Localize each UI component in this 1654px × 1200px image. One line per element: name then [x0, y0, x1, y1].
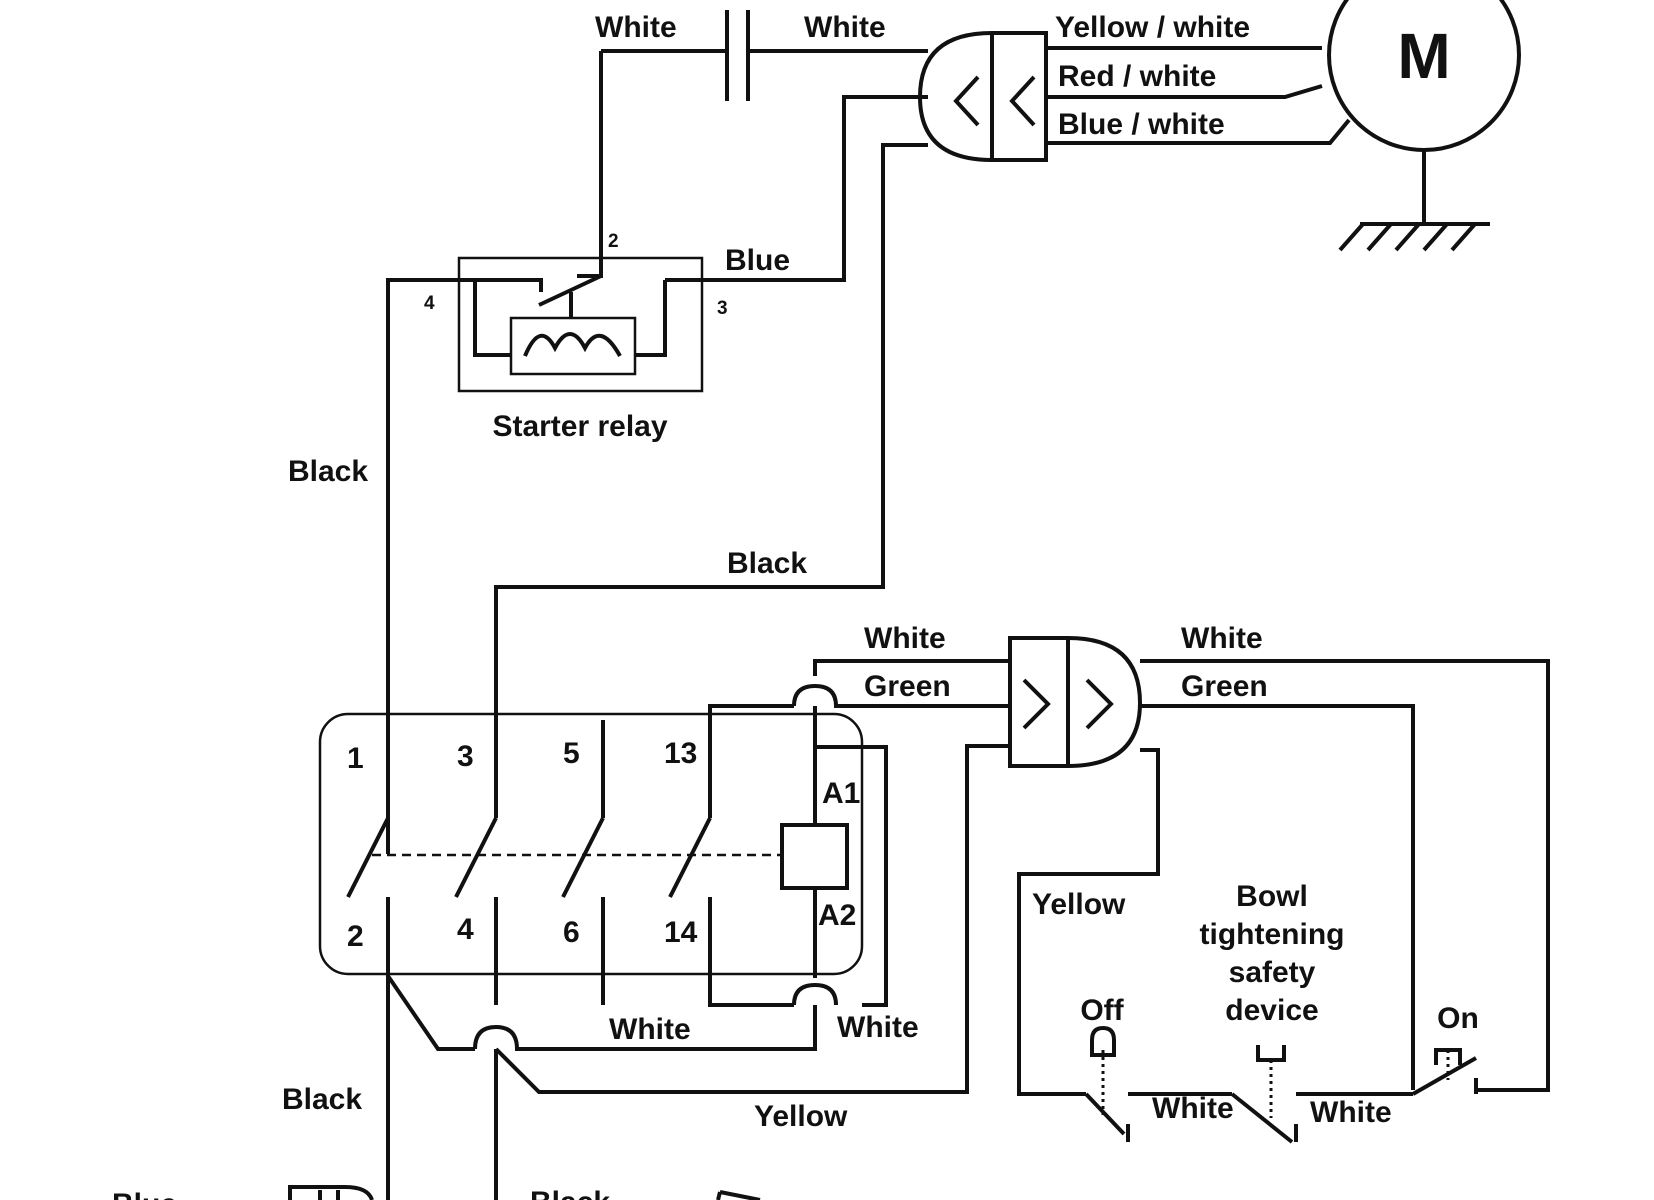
bowl-safety-switch: [1230, 1045, 1413, 1144]
contactor-pin-3: 3: [457, 740, 474, 773]
label-off: Off: [1080, 994, 1124, 1027]
label-black-left: Black: [288, 455, 368, 488]
capacitor: [577, 10, 928, 278]
label-green-mid-right: Green: [1181, 670, 1268, 703]
label-starter-relay: Starter relay: [492, 410, 667, 443]
blue-wire: [665, 95, 928, 282]
label-red-white: Red / white: [1058, 60, 1216, 93]
safety-connector: [1008, 636, 1143, 768]
label-white-switch-2: White: [1310, 1096, 1392, 1129]
contactor-pin-1: 1: [347, 742, 364, 775]
motor-leads: [1046, 46, 1351, 145]
green-white-wiring: [522, 659, 1010, 1051]
label-on: On: [1437, 1002, 1479, 1035]
relay-pin-4: 4: [424, 293, 435, 314]
motor: M: [1327, 0, 1521, 152]
contactor-pin-5: 5: [563, 737, 580, 770]
contactor: [318, 706, 888, 1007]
label-yellow-bottom: Yellow: [754, 1100, 848, 1133]
relay-pin-2: 2: [608, 231, 619, 252]
black-wire-right: [494, 143, 928, 818]
label-blue: Blue: [725, 244, 790, 277]
starter-relay: [386, 256, 704, 854]
label-white-mid-left: White: [864, 622, 946, 655]
contactor-pin-6: 6: [563, 916, 580, 949]
label-white-bottom-1: White: [609, 1013, 691, 1046]
label-bowl-line-2: tightening: [1200, 918, 1345, 951]
contactor-pin-a1: A1: [822, 777, 860, 810]
switch-wiring: [1017, 659, 1550, 1096]
off-switch: [1084, 1025, 1232, 1142]
label-blue-bottom: Blue: [112, 1188, 177, 1200]
contactor-pin-a2: A2: [818, 899, 856, 932]
label-black-bottom-left: Black: [282, 1083, 362, 1116]
ground-symbol: [1338, 150, 1490, 252]
on-switch: [1412, 1048, 1492, 1096]
bottom-edge-parts: [288, 1185, 761, 1200]
contactor-pin-13: 13: [664, 737, 697, 770]
label-bowl-line-1: Bowl: [1236, 880, 1308, 913]
motor-label: M: [1397, 20, 1450, 92]
relay-pin-3: 3: [717, 298, 728, 319]
contactor-pin-14: 14: [664, 916, 698, 949]
label-white-top-left: White: [595, 11, 677, 44]
label-black-mid: Black: [727, 547, 807, 580]
contactor-pin-4: 4: [457, 913, 474, 946]
label-bowl-line-3: safety: [1229, 956, 1316, 989]
label-yellow-white: Yellow / white: [1055, 11, 1250, 44]
lower-wiring: [386, 744, 1010, 1200]
motor-connector: [917, 31, 1048, 162]
label-white-switch-1: White: [1152, 1092, 1234, 1125]
label-white-top-right: White: [804, 11, 886, 44]
label-white-bottom-2: White: [837, 1011, 919, 1044]
label-yellow-right: Yellow: [1032, 888, 1126, 921]
label-blue-white: Blue / white: [1058, 108, 1225, 141]
contactor-pin-2: 2: [347, 920, 364, 953]
label-green-mid-left: Green: [864, 670, 951, 703]
label-black-bottom: Black: [530, 1186, 610, 1200]
label-bowl-line-4: device: [1225, 994, 1318, 1027]
label-white-mid-right: White: [1181, 622, 1263, 655]
